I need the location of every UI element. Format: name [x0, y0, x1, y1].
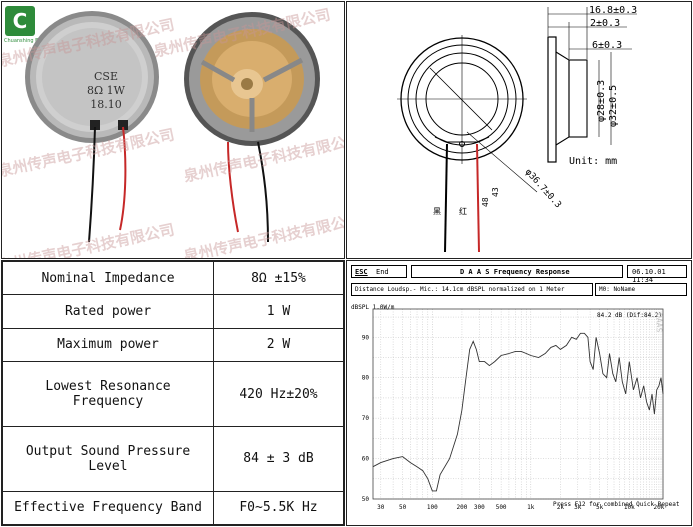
logo-letter: C: [13, 9, 28, 33]
spec-value: 1 W: [213, 294, 344, 329]
wire-label-red: 红: [459, 206, 467, 216]
dimension-drawing: φ36.7±0.3 黑 红 48 43 16.8±0.3 2±0.3 6±0.3…: [397, 5, 637, 253]
cursor-readout: 84.2 dB (Dif:84.2): [597, 312, 662, 319]
x-tick-label: 2k: [557, 504, 565, 511]
y-tick-label: 90: [362, 334, 370, 341]
spec-value: F0~5.5K Hz: [213, 490, 344, 525]
datetime-box: 06.10.01 11:34: [627, 265, 687, 284]
front-label-1: CSE: [94, 70, 118, 83]
x-tick-label: 30: [377, 504, 385, 511]
dim-lead-48: 48: [481, 197, 490, 207]
dim-magnet-depth: 6±0.3: [592, 40, 622, 51]
spec-label: Maximum power: [2, 327, 214, 363]
y-tick-label: 70: [362, 415, 370, 422]
front-label-2: 8Ω 1W: [87, 84, 126, 97]
response-series: [372, 332, 664, 492]
spec-value: 420 Hz±20%: [213, 361, 344, 427]
spec-label: Lowest Resonance Frequency: [2, 361, 214, 427]
x-tick-label: 100: [427, 504, 438, 511]
dim-overall-diameter: φ36.7±0.3: [523, 167, 563, 210]
spec-table: Nominal Impedance 8Ω ±15% Rated power 1 …: [2, 261, 344, 525]
brand-vertical: DAAS: [655, 313, 664, 332]
spec-value: 8Ω ±15%: [213, 261, 344, 296]
info-left: Distance Loudsp.- Mic.: 14.1cm dBSPL nor…: [355, 286, 565, 293]
plot-frame: [372, 308, 664, 500]
datetime: 06.10.01 11:34: [632, 268, 666, 284]
dim-magnet-diameter: φ28±0.3: [596, 80, 607, 122]
product-photo-panel: C Chuanshing Electron CSE 8Ω 1W 18.10 泉州…: [1, 1, 345, 259]
speaker-photo: CSE 8Ω 1W 18.10: [25, 11, 320, 243]
info-box: Distance Loudsp.- Mic.: 14.1cm dBSPL nor…: [351, 283, 593, 296]
spec-label: Rated power: [2, 294, 214, 329]
spec-label: Nominal Impedance: [2, 261, 214, 296]
esc-key: ESC: [355, 268, 368, 276]
table-row: Output Sound Pressure Level 84 ± 3 dB: [2, 425, 344, 492]
x-tick-label: 5k: [596, 504, 604, 511]
x-tick-labels: 30 50 100 200 300 500 1k 2k 3k 5k 10k 20k: [377, 504, 665, 511]
x-tick-label: 1k: [527, 504, 535, 511]
x-tick-label: 300: [474, 504, 485, 511]
x-tick-label: 50: [399, 504, 407, 511]
company-logo: C: [5, 6, 35, 36]
x-tick-label: 3k: [574, 504, 582, 511]
memory-box: M0: NoName: [595, 283, 687, 296]
y-tick-label: 50: [362, 496, 370, 503]
dim-total-depth: 16.8±0.3: [589, 5, 637, 16]
spec-value: 84 ± 3 dB: [213, 425, 344, 492]
title-box: D A A S Frequency Response: [411, 265, 623, 278]
frequency-response-chart: dBSPL 1.0W/m 50 60 70 80 90 30 50 100 200 300 500…: [351, 304, 680, 511]
table-row: Effective Frequency Band F0~5.5K Hz: [2, 490, 344, 525]
table-row: Maximum power 2 W: [2, 327, 344, 363]
spec-label: Output Sound Pressure Level: [2, 425, 214, 492]
dim-frame-thickness: 2±0.3: [590, 18, 620, 29]
dim-frame-diameter: φ32±0.5: [608, 85, 619, 127]
frequency-response-panel: ESC End D A A S Frequency Response 06.10…: [346, 260, 692, 526]
front-label-3: 18.10: [90, 98, 122, 111]
x-tick-label: 10k: [624, 504, 635, 511]
spec-value: 2 W: [213, 327, 344, 363]
spec-label: Effective Frequency Band: [2, 490, 214, 525]
y-axis-label: dBSPL 1.0W/m: [351, 304, 395, 311]
dimension-drawing-panel: φ36.7±0.3 黑 红 48 43 16.8±0.3 2±0.3 6±0.3…: [346, 1, 692, 259]
esc-end-box: ESC End: [351, 265, 407, 278]
wire-label-black: 黑: [433, 207, 441, 216]
y-tick-labels: 50 60 70 80 90: [362, 334, 370, 503]
response-line: [372, 332, 664, 492]
x-tick-label: 500: [496, 504, 507, 511]
x-tick-label: 200: [457, 504, 468, 511]
unit-label: Unit: mm: [569, 156, 617, 167]
logo-brand-text: Chuanshing Electron: [4, 38, 56, 44]
footer-text: Press F12 for combined Quick Repeat: [553, 501, 680, 508]
dim-lead-43: 43: [491, 187, 500, 197]
table-row: Nominal Impedance 8Ω ±15%: [2, 261, 344, 296]
table-row: Rated power 1 W: [2, 294, 344, 329]
graph-title: D A A S Frequency Response: [460, 268, 570, 276]
chart-grid: [372, 308, 664, 500]
y-tick-label: 60: [362, 456, 370, 463]
info-right: M0: NoName: [599, 286, 636, 293]
y-tick-label: 80: [362, 375, 370, 382]
spec-table-panel: Nominal Impedance 8Ω ±15% Rated power 1 …: [1, 260, 345, 526]
table-row: Lowest Resonance Frequency 420 Hz±20%: [2, 361, 344, 427]
end-label: End: [376, 268, 389, 276]
x-tick-label: 20k: [654, 504, 665, 511]
